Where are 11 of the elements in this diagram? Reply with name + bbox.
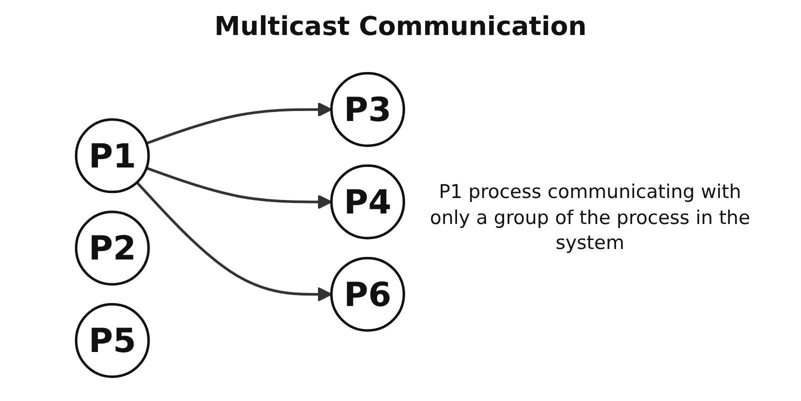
node-circle: P4: [330, 164, 406, 240]
node-circle: P1: [74, 118, 150, 194]
node-circle: P2: [74, 210, 150, 286]
arrow: [146, 166, 332, 210]
arrow: [136, 181, 332, 302]
diagram-title: Multicast Communication: [213, 12, 588, 42]
note-text: P1 process communicating with only a group of the process in the system: [428, 180, 752, 256]
node-circle: P6: [330, 256, 406, 332]
arrow: [146, 102, 332, 145]
node-circle: P5: [74, 303, 150, 378]
node-circle: P3: [330, 72, 406, 147]
